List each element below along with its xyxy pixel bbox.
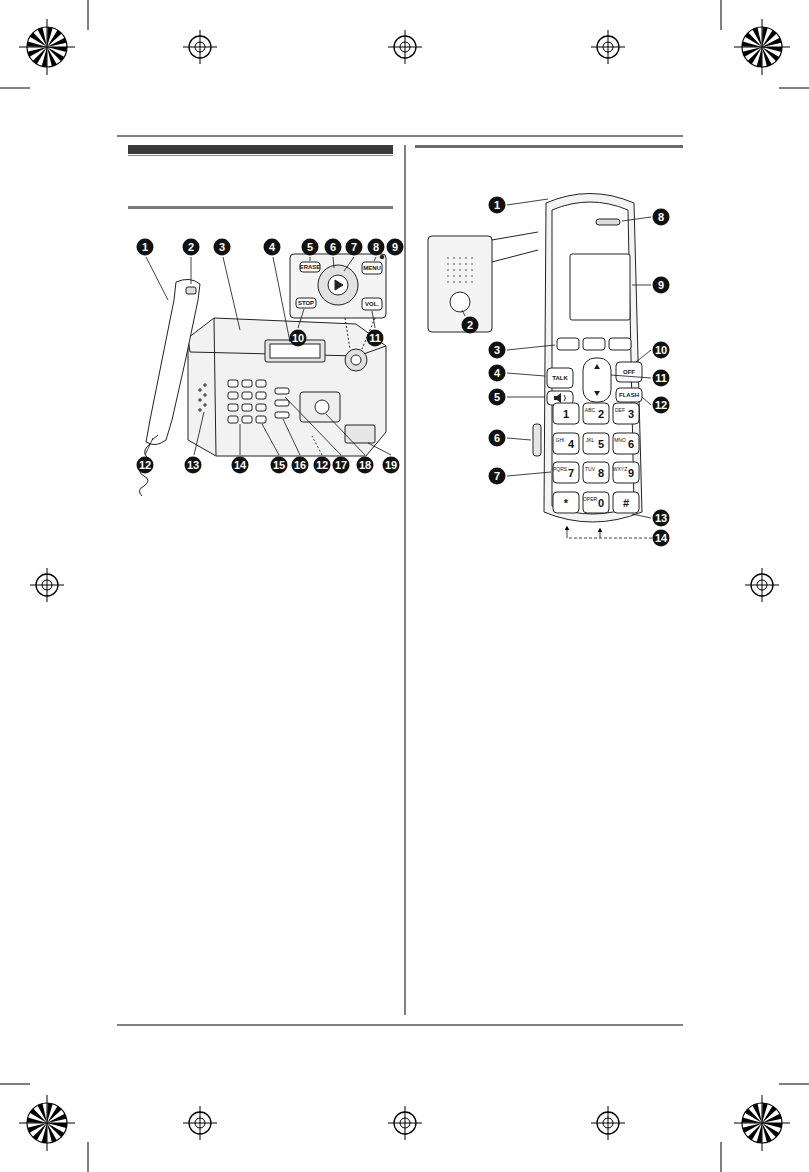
leader-lines — [462, 199, 652, 538]
key-digit: 2 — [598, 409, 604, 420]
callout-number: 11 — [653, 370, 670, 387]
callout-number: 18 — [357, 457, 374, 474]
callout-number: 2 — [462, 317, 479, 334]
key-digit: * — [564, 498, 568, 509]
button-label: VOL. — [365, 301, 379, 307]
callout-number: 4 — [489, 365, 506, 382]
callout-number: 9 — [387, 239, 404, 256]
key-digit: 7 — [568, 468, 574, 479]
callout-number: 17 — [333, 457, 350, 474]
callout-number: 12 — [653, 397, 670, 414]
callout-number: 2 — [183, 239, 200, 256]
key-letters: WXYZ — [613, 467, 627, 472]
callout-number: 16 — [292, 457, 309, 474]
callout-number: 5 — [302, 239, 319, 256]
callout-number: 8 — [368, 239, 385, 256]
button-label: FLASH — [619, 392, 639, 398]
key-digit: # — [623, 498, 629, 509]
key-digit: 1 — [563, 409, 569, 420]
button-label: ERASE — [300, 264, 321, 270]
key-digit: 0 — [598, 498, 604, 509]
key-digit: 8 — [598, 468, 604, 479]
key-letters: MNO — [614, 438, 626, 443]
callout-number: 10 — [290, 330, 307, 347]
key-digit: 6 — [628, 439, 634, 450]
callout-number: 19 — [383, 457, 400, 474]
callout-number: 3 — [489, 342, 506, 359]
callout-number: 6 — [489, 430, 506, 447]
callout-number: 9 — [653, 277, 670, 294]
callout-number: 13 — [185, 457, 202, 474]
leader-lines — [145, 257, 391, 455]
key-digit: 4 — [568, 439, 574, 450]
callout-number: 3 — [214, 239, 231, 256]
callout-number: 13 — [653, 510, 670, 527]
callout-number: 1 — [137, 239, 154, 256]
button-label: OFF — [623, 369, 635, 375]
key-letters: ABC — [585, 408, 595, 413]
callout-number: 7 — [489, 468, 506, 485]
callout-number: 14 — [232, 457, 249, 474]
callout-number: 12 — [137, 457, 154, 474]
key-letters: DEF — [615, 408, 625, 413]
key-letters: PQRS — [553, 467, 567, 472]
callout-number: 1 — [489, 197, 506, 214]
key-digit: 9 — [628, 468, 634, 479]
callout-number: 8 — [653, 209, 670, 226]
button-label: MENU — [363, 265, 381, 271]
key-letters: TUV — [585, 467, 595, 472]
page-rules — [117, 136, 683, 1025]
callout-number: 11 — [367, 330, 384, 347]
button-label: TALK — [552, 375, 568, 381]
key-letters: JKL — [586, 438, 595, 443]
key-digit: 5 — [598, 439, 604, 450]
base-unit — [139, 254, 386, 496]
button-label: STOP — [298, 300, 314, 306]
handset — [428, 194, 642, 523]
callout-number: 14 — [653, 530, 670, 547]
callout-number: 6 — [325, 239, 342, 256]
key-digit: 3 — [628, 409, 634, 420]
callout-number: 5 — [489, 389, 506, 406]
callout-number: 12 — [314, 457, 331, 474]
callout-number: 4 — [264, 239, 281, 256]
key-letters: GHI — [556, 438, 565, 443]
callout-number: 10 — [653, 342, 670, 359]
callout-number: 7 — [346, 239, 363, 256]
callout-number: 15 — [271, 457, 288, 474]
key-letters: OPER — [583, 497, 597, 502]
